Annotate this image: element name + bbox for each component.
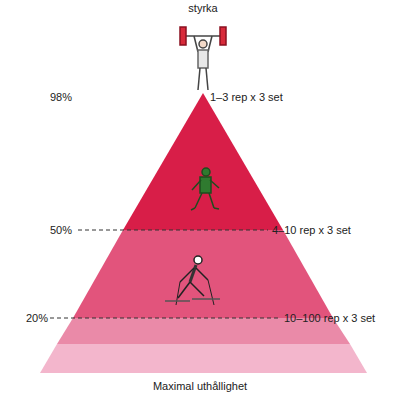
base-band	[40, 344, 367, 373]
percent-label: 50%	[50, 224, 72, 236]
level-line	[50, 318, 280, 319]
percent-label: 20%	[26, 312, 48, 324]
title-label: styrka	[188, 2, 217, 14]
percent-label: 98%	[50, 91, 72, 103]
level-line	[78, 230, 268, 231]
axis-label: Maximal uthållighet	[153, 380, 247, 392]
rep-label: 4–10 rep x 3 set	[272, 224, 351, 236]
weightlifter-figure	[180, 27, 226, 90]
top-band	[123, 93, 283, 230]
rep-label: 10–100 rep x 3 set	[284, 312, 375, 324]
skier-figure	[165, 256, 220, 305]
middle-band	[73, 230, 333, 318]
walking-figure	[191, 168, 219, 210]
rep-label: 1–3 rep x 3 set	[210, 91, 283, 103]
